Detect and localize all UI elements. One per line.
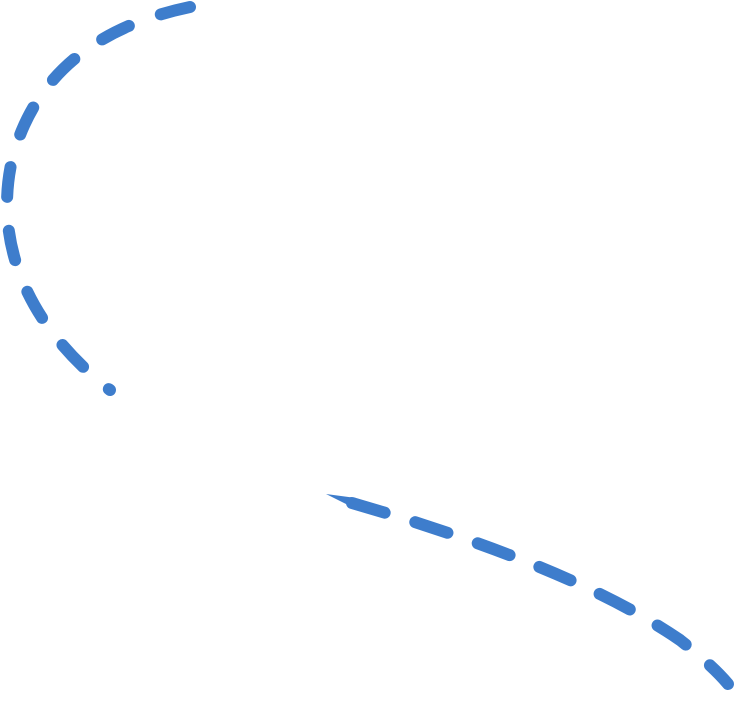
lower-right-dashed-curve xyxy=(346,497,734,690)
upper-left-dashed-arc xyxy=(1,1,196,396)
